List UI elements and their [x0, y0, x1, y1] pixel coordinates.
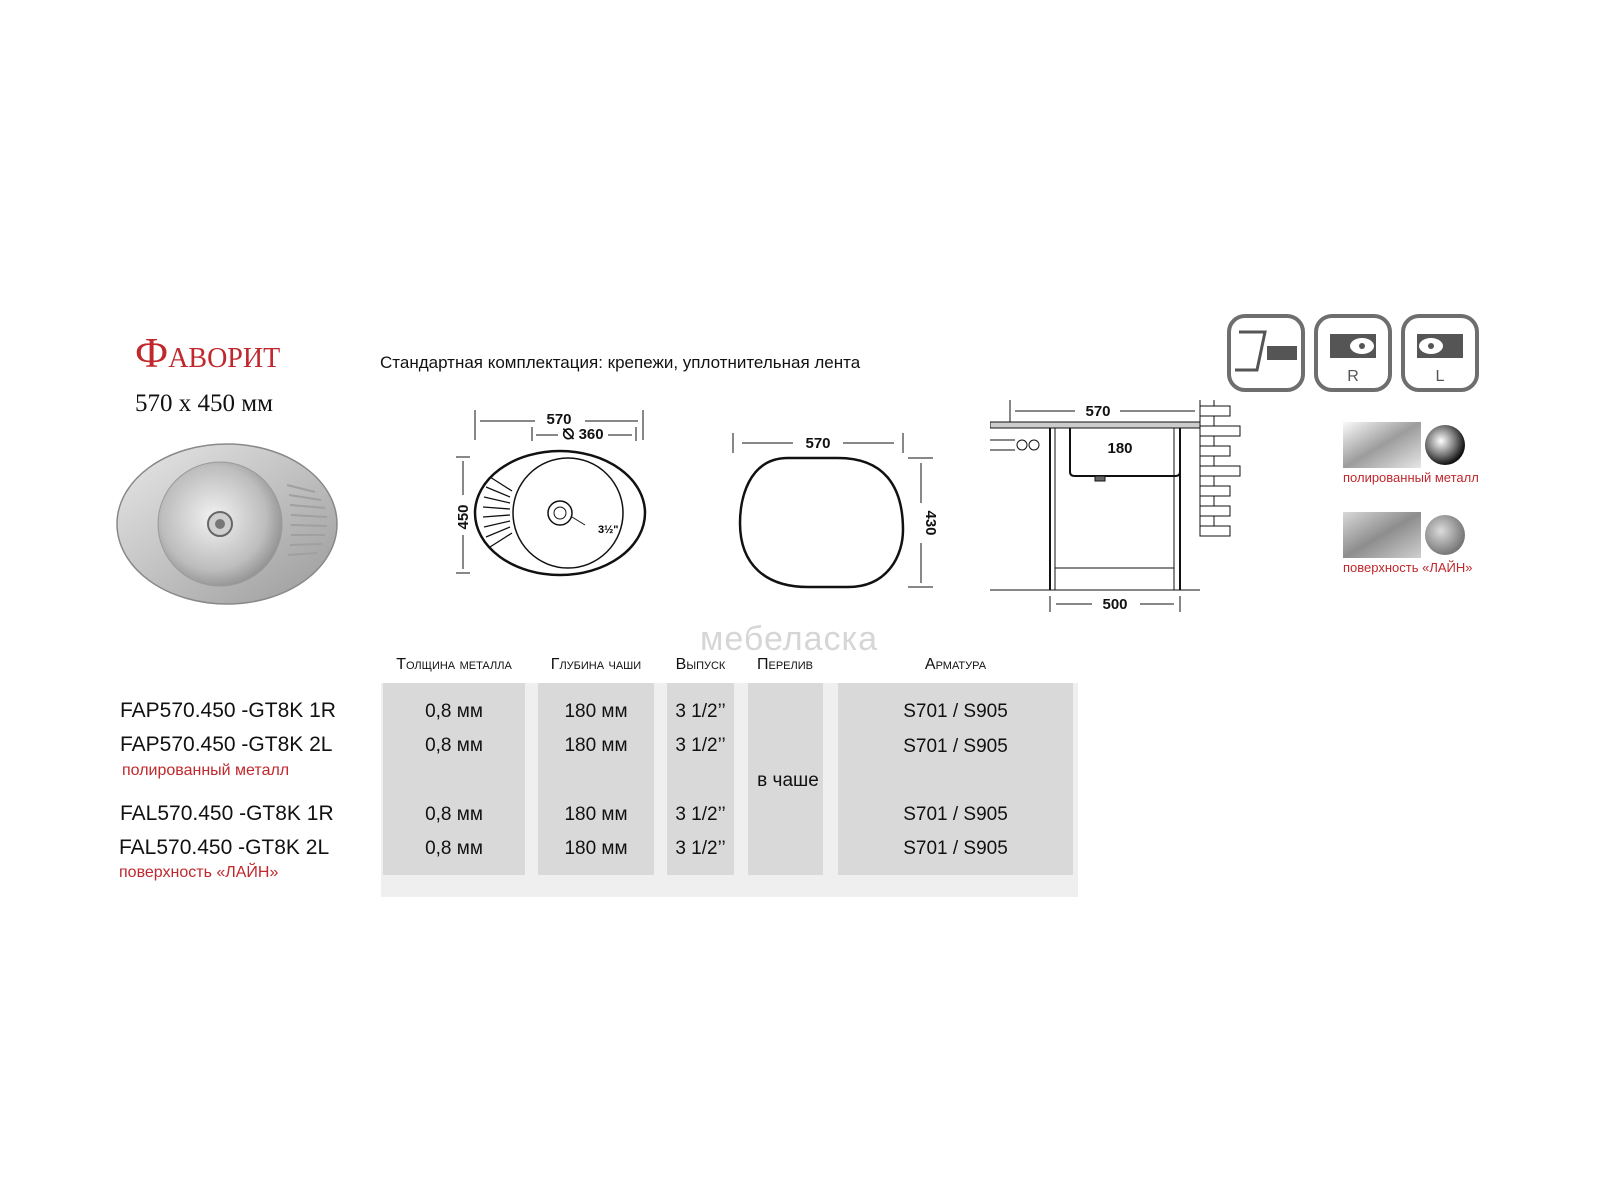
group-note-line: поверхность «ЛАЙН» [119, 864, 279, 881]
drain-row-3: 3 1/2’’ [675, 804, 726, 825]
depth-row-3: 180 мм [564, 804, 628, 825]
title-capital: Ф [135, 331, 169, 377]
dim-top-height: 450 [455, 504, 472, 529]
thickness-row-1: 0,8 мм [425, 701, 483, 722]
fittings-row-4: S701 / S905 [903, 838, 1008, 859]
dim-side-depth: 180 [1107, 440, 1132, 457]
model-row-1: FAP570.450 -GT8K 1R [120, 699, 336, 722]
fittings-row-3: S701 / S905 [903, 804, 1008, 825]
model-row-2: FAP570.450 -GT8K 2L [120, 733, 333, 756]
header-depth: Глубина чаши [550, 656, 642, 673]
dim-cabinet-width: 500 [1102, 596, 1127, 613]
flush-mount-icon [1227, 314, 1305, 392]
dim-top-width: 570 [546, 411, 571, 428]
header-thickness: Толщина металла [396, 656, 512, 673]
drain-row-2: 3 1/2’’ [675, 735, 726, 756]
group-note-polished: полированный металл [122, 762, 290, 779]
thickness-row-4: 0,8 мм [425, 838, 483, 859]
dim-bowl-diameter: ⦰ 360 [562, 426, 603, 443]
polished-metal-swatch [1343, 422, 1465, 468]
icon-letter-l: L [1435, 368, 1445, 385]
line-surface-swatch [1343, 512, 1465, 558]
sink-photo [116, 443, 338, 605]
header-fittings: Арматура [924, 656, 987, 673]
thickness-row-2: 0,8 мм [425, 735, 483, 756]
top-view-drawing: 570 ⦰ 360 450 3½" [455, 410, 647, 577]
product-size: 570 x 450 мм [135, 390, 273, 417]
dim-cutout-height: 430 [922, 510, 939, 535]
polished-metal-label: полированный металл [1343, 470, 1479, 485]
dim-cutout-width: 570 [805, 435, 830, 452]
drain-row-1: 3 1/2’’ [675, 701, 726, 722]
dim-drain: 3½" [598, 524, 619, 536]
column-fittings-bg [838, 683, 1073, 875]
column-thickness-bg [383, 683, 525, 875]
depth-row-2: 180 мм [564, 735, 628, 756]
column-depth-bg [538, 683, 654, 875]
watermark: мебеласка [700, 620, 879, 658]
icon-letter-r: R [1347, 368, 1359, 385]
bowl-left-icon: L [1401, 314, 1479, 392]
cutout-drawing: 570 430 [732, 433, 939, 589]
drain-row-4: 3 1/2’’ [675, 838, 726, 859]
depth-row-1: 180 мм [564, 701, 628, 722]
bowl-right-icon: R [1314, 314, 1392, 392]
fittings-row-2: S701 / S905 [903, 736, 1008, 757]
header-overflow: Перелив [757, 656, 813, 673]
dim-side-width: 570 [1085, 403, 1110, 420]
fittings-row-1: S701 / S905 [903, 701, 1008, 722]
column-overflow-bg [748, 683, 823, 875]
product-title: ФАВОРИТ [135, 330, 280, 378]
model-row-3: FAL570.450 -GT8K 1R [120, 802, 334, 825]
header-drain: Выпуск [675, 656, 726, 673]
thickness-row-3: 0,8 мм [425, 804, 483, 825]
depth-row-4: 180 мм [564, 838, 628, 859]
model-row-4: FAL570.450 -GT8K 2L [119, 836, 330, 859]
overflow-value: в чаше [757, 770, 819, 791]
column-drain-bg [667, 683, 734, 875]
standard-kit-text: Стандартная комплектация: крепежи, уплот… [380, 353, 861, 372]
line-surface-label: поверхность «ЛАЙН» [1343, 560, 1473, 575]
side-section-drawing: 570 180 500 [990, 400, 1241, 613]
title-rest: АВОРИТ [168, 343, 281, 374]
